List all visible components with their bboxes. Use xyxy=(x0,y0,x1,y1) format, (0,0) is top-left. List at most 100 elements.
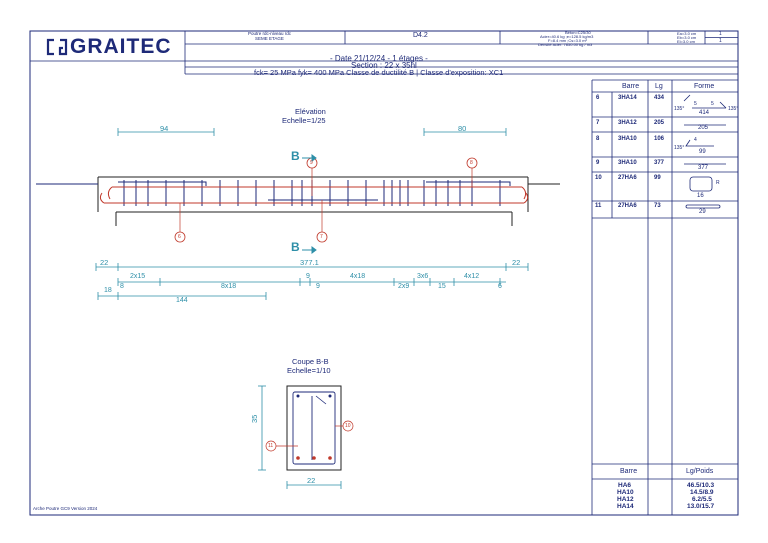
summary-value: 14.5/8.9 xyxy=(690,489,714,496)
tag-9: 9 xyxy=(310,159,313,166)
schedule-row-shape-dim: 29 xyxy=(699,209,706,215)
dim-a6: 4x12 xyxy=(464,273,480,280)
tag-circles xyxy=(174,157,478,243)
dim-b4: 15 xyxy=(438,283,446,290)
schedule-row-bar: 3HA10 xyxy=(618,136,637,142)
footer-software: Arche Poutre GC9 Version 2024 xyxy=(33,506,98,511)
title-block-lines xyxy=(30,31,738,75)
tag-8: 8 xyxy=(470,159,473,166)
title-cover-1: Ea=3.0 cm xyxy=(677,31,697,36)
summary-bar: HA12 xyxy=(617,496,634,503)
logo-text: GRAITEC xyxy=(70,35,172,58)
schedule-row-bar: 3HA12 xyxy=(618,120,637,126)
schedule-row-bar: 3HA14 xyxy=(618,95,637,101)
summary-bar: HA6 xyxy=(618,482,632,489)
bar-shape-10-icon xyxy=(689,176,713,192)
schedule-row-num: 9 xyxy=(596,160,600,166)
summary-bar: HA10 xyxy=(617,489,634,496)
schedule-row-lg: 205 xyxy=(654,120,665,126)
dim-end-left: 22 xyxy=(100,258,109,267)
schedule-row-shape-dim: 5 xyxy=(694,101,697,107)
schedule-row-shape-angle: 135° xyxy=(728,106,739,112)
section-scale: Echelle=1/10 xyxy=(287,366,331,375)
schedule-row-num: 8 xyxy=(596,136,600,142)
dim-b3: 2x9 xyxy=(398,283,410,290)
schedule-row-shape-r: R xyxy=(716,180,720,186)
schedule-header-lg: Lg xyxy=(655,83,663,90)
dim-right-80: 80 xyxy=(458,124,467,133)
dim-b1: 8 xyxy=(120,283,124,290)
bar-shape-8-icon xyxy=(685,139,714,147)
summary-bar: HA14 xyxy=(617,503,634,510)
dim-c: 144 xyxy=(176,297,188,304)
bar-shape-11-icon xyxy=(685,204,721,209)
schedule-header-forme: Forme xyxy=(694,83,715,90)
dim-a5: 3x6 xyxy=(417,273,429,280)
schedule-row-shape-dim: 414 xyxy=(699,110,710,116)
title-materials-1: Béton=C25/30 xyxy=(565,30,591,35)
section-marker-icons xyxy=(302,154,317,254)
material-line: fck= 25 MPa fyk= 400 MPa Classe de ducti… xyxy=(254,67,504,77)
title-level: SEME ETAGE xyxy=(255,36,284,41)
graitec-logo-icon xyxy=(46,38,68,56)
title-materials-4: Densité acier: 7850.00 kg / m3 xyxy=(538,42,593,47)
section-height: 35 xyxy=(250,414,259,423)
sheet-total: 1 xyxy=(719,38,722,44)
bar-shape-6-icon xyxy=(683,94,727,109)
schedule-row-shape-dim: 205 xyxy=(698,125,709,131)
schedule-row-num: 10 xyxy=(595,175,602,181)
schedule-row-bar: 3HA10 xyxy=(618,160,637,166)
section-line: Section : 22 x 35hl xyxy=(351,61,417,70)
stirrups xyxy=(123,180,501,206)
title-cover-3: El=3.0 cm xyxy=(677,39,695,44)
summary-header-barre: Barre xyxy=(620,468,638,475)
page-border xyxy=(29,30,739,516)
title-element: Poutre rdc-niveau rdc xyxy=(248,31,292,36)
date-line: - Date 21/12/24 - 1 étages - xyxy=(330,54,428,63)
dim-a3: 9 xyxy=(306,273,310,280)
schedule-row-bar: 27HA6 xyxy=(618,175,637,181)
longitudinal-bars xyxy=(99,181,529,204)
schedule-row-lg: 73 xyxy=(654,203,661,209)
section-tag-10: 10 xyxy=(345,422,351,429)
beam-outline xyxy=(44,176,560,226)
section-tag-11: 11 xyxy=(268,442,274,449)
sheet-number: 1 xyxy=(719,31,722,37)
schedule-row-num: 6 xyxy=(596,95,600,101)
schedule-row-shape-dim: 4 xyxy=(694,137,697,143)
summary-header-poids: Lg/Poids xyxy=(686,468,714,475)
elevation-dim-lines xyxy=(95,128,529,300)
elevation-scale: Echelle=1/25 xyxy=(282,116,326,125)
section-outline xyxy=(286,385,342,471)
dim-b2: 9 xyxy=(316,283,320,290)
schedule-row-lg: 434 xyxy=(654,95,665,101)
dim-a1: 2x15 xyxy=(130,273,146,280)
dim-a4: 4x18 xyxy=(350,273,366,280)
title-materials-2: Acier=40.6 kg ;e=128.5 kg/m3 xyxy=(540,34,594,39)
section-bars xyxy=(296,394,332,460)
summary-value: 46.5/10.3 xyxy=(687,482,715,489)
dim-b0: 18 xyxy=(104,287,112,294)
schedule-row-shape-angle: 135° xyxy=(674,145,685,151)
dim-end-right: 22 xyxy=(512,258,521,267)
title-materials-3: F=8.4 mm ;Cs=3.0 m² xyxy=(548,38,587,43)
schedule-row-lg: 377 xyxy=(654,160,665,166)
schedule-row-shape-angle: 135° xyxy=(674,106,685,112)
dim-b5: 6 xyxy=(498,283,502,290)
section-dims xyxy=(258,385,342,489)
schedule-row-bar: 27HA6 xyxy=(618,203,637,209)
title-cover-2: Eb=3.0 cm xyxy=(677,35,697,40)
schedule-row-num: 11 xyxy=(595,203,602,209)
dim-a2: 8x18 xyxy=(221,283,237,290)
section-tag-leaders xyxy=(265,420,354,452)
summary-value: 6.2/5.5 xyxy=(692,496,712,503)
schedule-row-lg: 106 xyxy=(654,136,665,142)
schedule-row-num: 7 xyxy=(596,120,600,126)
title-code: D4.2 xyxy=(413,32,428,39)
section-title: Coupe B-B xyxy=(292,357,329,366)
section-stirrup xyxy=(292,391,336,465)
schedule-row-shape-dim: 16 xyxy=(697,193,704,199)
section-marker-top: B xyxy=(291,149,300,163)
tag-leaders xyxy=(179,167,473,232)
